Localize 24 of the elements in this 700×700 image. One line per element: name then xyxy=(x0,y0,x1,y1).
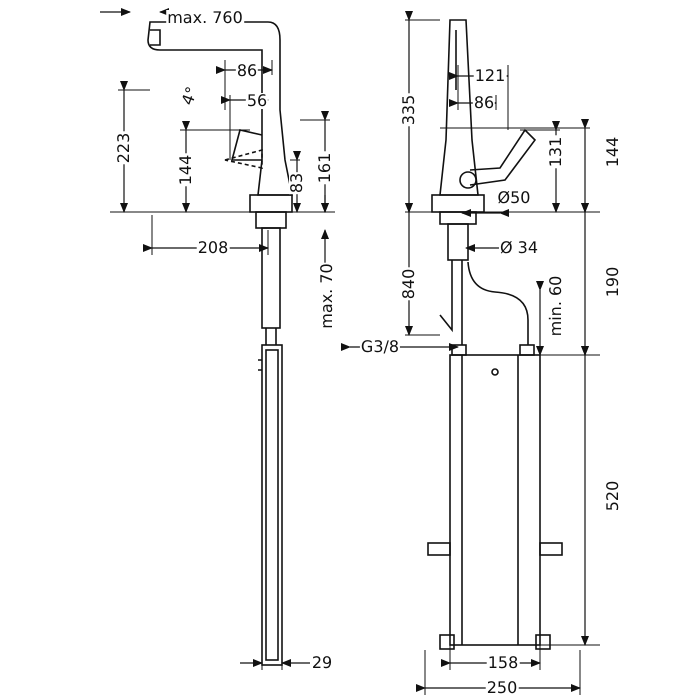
dimension-label: 144 xyxy=(605,136,621,168)
dimension-label: 144 xyxy=(178,154,194,186)
dimension-label: 86 xyxy=(472,95,496,111)
dimension-label: 83 xyxy=(289,172,305,194)
dimension-label: Ø 34 xyxy=(498,240,540,256)
dimension-label: 250 xyxy=(486,680,518,696)
dimension-label: max. 70 xyxy=(319,262,335,330)
dimension-label: 335 xyxy=(401,94,417,126)
dimension-label: 29 xyxy=(310,655,334,671)
dimension-label: 223 xyxy=(116,132,132,164)
dimension-label: 840 xyxy=(401,268,417,300)
dimension-label: min. 60 xyxy=(548,274,564,338)
dimension-label: 520 xyxy=(605,480,621,512)
dimension-label: G3/8 xyxy=(360,339,400,355)
dimension-label: 208 xyxy=(196,240,230,256)
dimension-label: 131 xyxy=(548,136,564,168)
dimension-label: 161 xyxy=(317,152,333,184)
dimension-label: max. 760 xyxy=(166,10,244,26)
dimension-label: 158 xyxy=(486,655,520,671)
dimension-label: 190 xyxy=(605,266,621,298)
dimension-label: 56 xyxy=(246,93,268,109)
dimension-label: Ø50 xyxy=(496,190,532,206)
dimension-label: 121 xyxy=(474,68,506,84)
dimension-label: 86 xyxy=(236,63,258,79)
